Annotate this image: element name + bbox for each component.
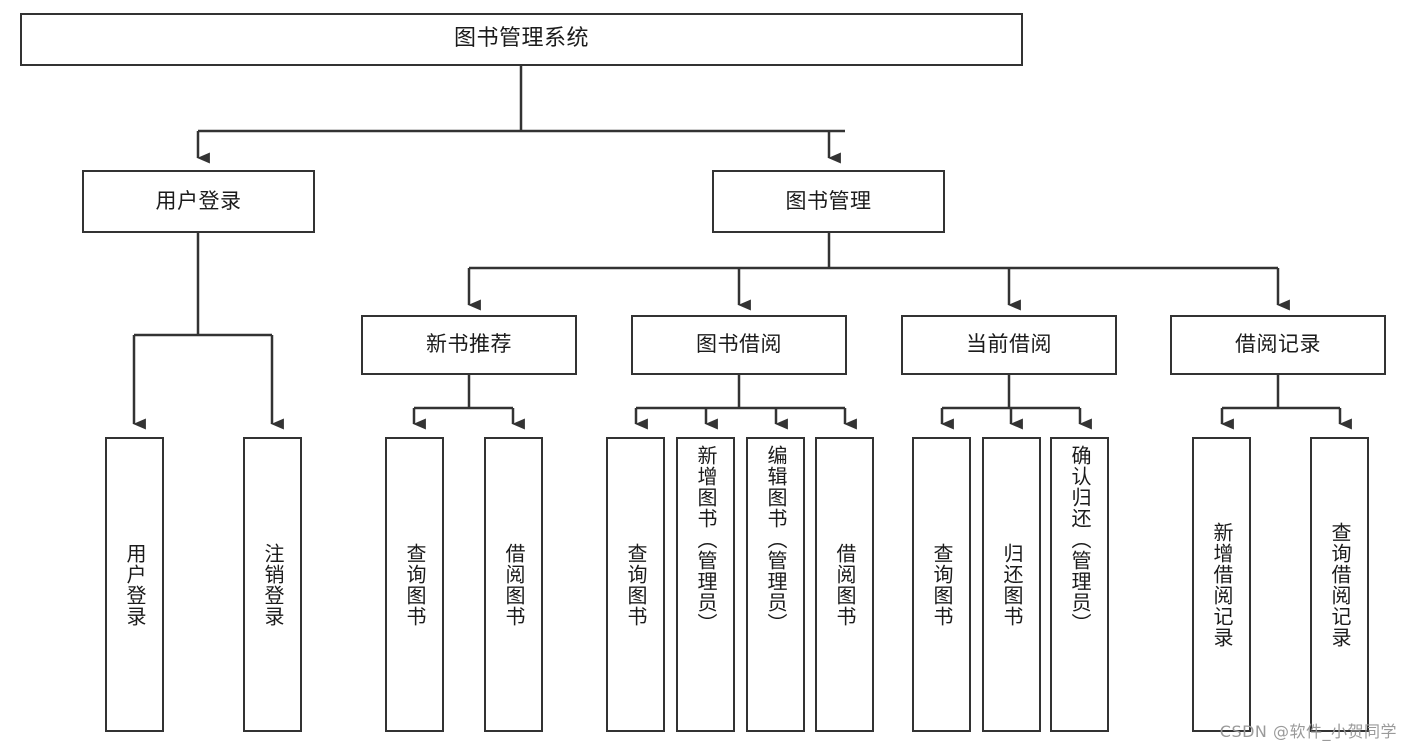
node-root[interactable]: 图书管理系统 (20, 13, 1023, 66)
node-leaf-label: 查询图书 (624, 542, 648, 627)
watermark: CSDN @软件_小贺同学 (1219, 722, 1397, 741)
node-leaf-label: 借阅图书 (502, 542, 526, 627)
node-leaf-borrow-book-borrow[interactable]: 借阅图书 (815, 437, 874, 732)
node-root-label: 图书管理系统 (453, 26, 589, 52)
node-current-borrow[interactable]: 当前借阅 (901, 315, 1117, 375)
node-leaf-label: 编辑图书（管理员） (764, 445, 788, 634)
node-book-manage[interactable]: 图书管理 (712, 170, 945, 233)
node-leaf-label: 注销登录 (261, 542, 285, 627)
node-user-login-label: 用户登录 (155, 188, 242, 213)
node-leaf-label: 查询图书 (403, 542, 427, 627)
node-leaf-borrow-book-edit[interactable]: 编辑图书（管理员） (746, 437, 805, 732)
node-leaf-user-login-login[interactable]: 用户登录 (105, 437, 164, 732)
node-leaf-label: 归还图书 (1000, 542, 1024, 627)
node-leaf-borrow-record-query[interactable]: 查询借阅记录 (1310, 437, 1369, 732)
node-leaf-current-borrow-confirm[interactable]: 确认归还（管理员） (1050, 437, 1109, 732)
node-borrow-book[interactable]: 图书借阅 (631, 315, 847, 375)
node-leaf-new-book-query[interactable]: 查询图书 (385, 437, 444, 732)
node-current-borrow-label: 当前借阅 (966, 332, 1052, 357)
node-leaf-current-borrow-query[interactable]: 查询图书 (912, 437, 971, 732)
node-new-book-label: 新书推荐 (426, 332, 512, 357)
node-user-login[interactable]: 用户登录 (82, 170, 315, 233)
node-borrow-record-label: 借阅记录 (1235, 332, 1321, 357)
node-leaf-label: 用户登录 (123, 542, 147, 627)
node-leaf-user-login-logout[interactable]: 注销登录 (243, 437, 302, 732)
node-leaf-label: 新增借阅记录 (1210, 521, 1234, 648)
node-leaf-borrow-record-add[interactable]: 新增借阅记录 (1192, 437, 1251, 732)
node-leaf-borrow-book-add[interactable]: 新增图书（管理员） (676, 437, 735, 732)
node-leaf-label: 查询借阅记录 (1328, 521, 1352, 648)
node-borrow-record[interactable]: 借阅记录 (1170, 315, 1386, 375)
node-leaf-label: 查询图书 (930, 542, 954, 627)
node-borrow-book-label: 图书借阅 (696, 332, 782, 357)
node-leaf-label: 新增图书（管理员） (694, 445, 718, 634)
node-leaf-label: 确认归还（管理员） (1068, 445, 1092, 634)
node-leaf-new-book-borrow[interactable]: 借阅图书 (484, 437, 543, 732)
node-new-book[interactable]: 新书推荐 (361, 315, 577, 375)
node-leaf-borrow-book-query[interactable]: 查询图书 (606, 437, 665, 732)
node-book-manage-label: 图书管理 (785, 188, 872, 213)
node-leaf-label: 借阅图书 (833, 542, 857, 627)
node-leaf-current-borrow-return[interactable]: 归还图书 (982, 437, 1041, 732)
